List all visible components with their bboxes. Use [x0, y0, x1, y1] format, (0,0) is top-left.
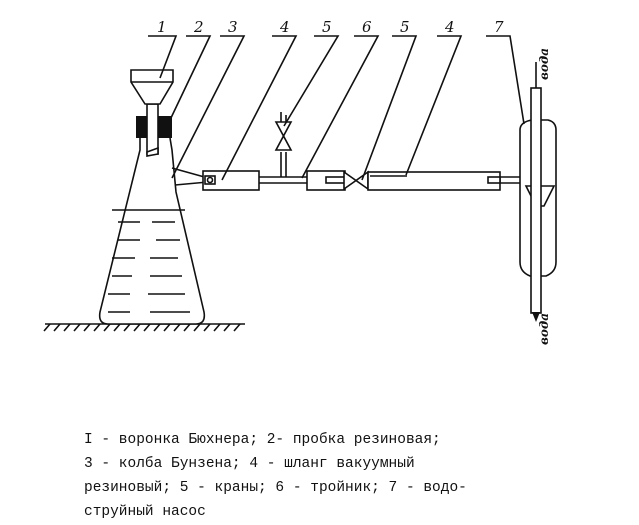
ground-hatch: [193, 323, 201, 332]
buchner-funnel: [130, 69, 174, 157]
tee-connector: [259, 152, 307, 184]
leader-lines: [148, 35, 525, 181]
ground-hatch: [223, 323, 231, 332]
ground-hatch: [63, 323, 71, 332]
water-jet-pump: [500, 62, 557, 322]
ground-hatch: [53, 323, 61, 332]
ground-hatch: [163, 323, 171, 332]
label-4b: 4: [444, 18, 455, 36]
label-7: 7: [494, 18, 504, 36]
ground-hatch: [83, 323, 91, 332]
figure-caption: I - воронка Бюхнера; 2- пробка резиновая…: [84, 428, 544, 524]
label-3: 3: [228, 18, 238, 36]
ground: [43, 323, 245, 332]
ground-hatch: [203, 323, 211, 332]
caption-line: струйный насос: [84, 504, 206, 520]
caption-line: резиновый; 5 - краны; 6 - тройник; 7 - в…: [84, 480, 467, 496]
ground-hatch: [73, 323, 81, 332]
ground-hatch: [213, 323, 221, 332]
vacuum-hose-middle: [306, 170, 347, 191]
label-5b: 5: [400, 18, 410, 36]
ground-hatch: [233, 323, 241, 332]
ground-hatch: [173, 323, 181, 332]
valve-vertical: [274, 112, 293, 151]
caption-line: I - воронка Бюхнера; 2- пробка резиновая…: [84, 432, 441, 448]
ground-hatch: [143, 323, 151, 332]
vacuum-hose-left: [202, 170, 260, 191]
caption-line: 3 - колба Бунзена; 4 - шланг вакуумный: [84, 456, 415, 472]
ground-hatch: [153, 323, 161, 332]
label-4: 4: [279, 18, 290, 36]
ground-hatch: [43, 323, 51, 332]
ground-hatch: [93, 323, 101, 332]
ground-hatch: [103, 323, 111, 332]
label-2: 2: [193, 18, 204, 36]
ground-hatch: [123, 323, 131, 332]
ground-hatch: [183, 323, 191, 332]
bunsen-flask: [98, 137, 206, 325]
label-1: 1: [157, 18, 167, 36]
water-in-label: вода: [537, 48, 551, 80]
vacuum-hose-right: [367, 171, 501, 191]
water-out-label: вода: [537, 313, 551, 345]
label-6: 6: [362, 18, 372, 36]
label-5: 5: [322, 18, 332, 36]
ground-hatch: [113, 323, 121, 332]
ground-hatch: [133, 323, 141, 332]
